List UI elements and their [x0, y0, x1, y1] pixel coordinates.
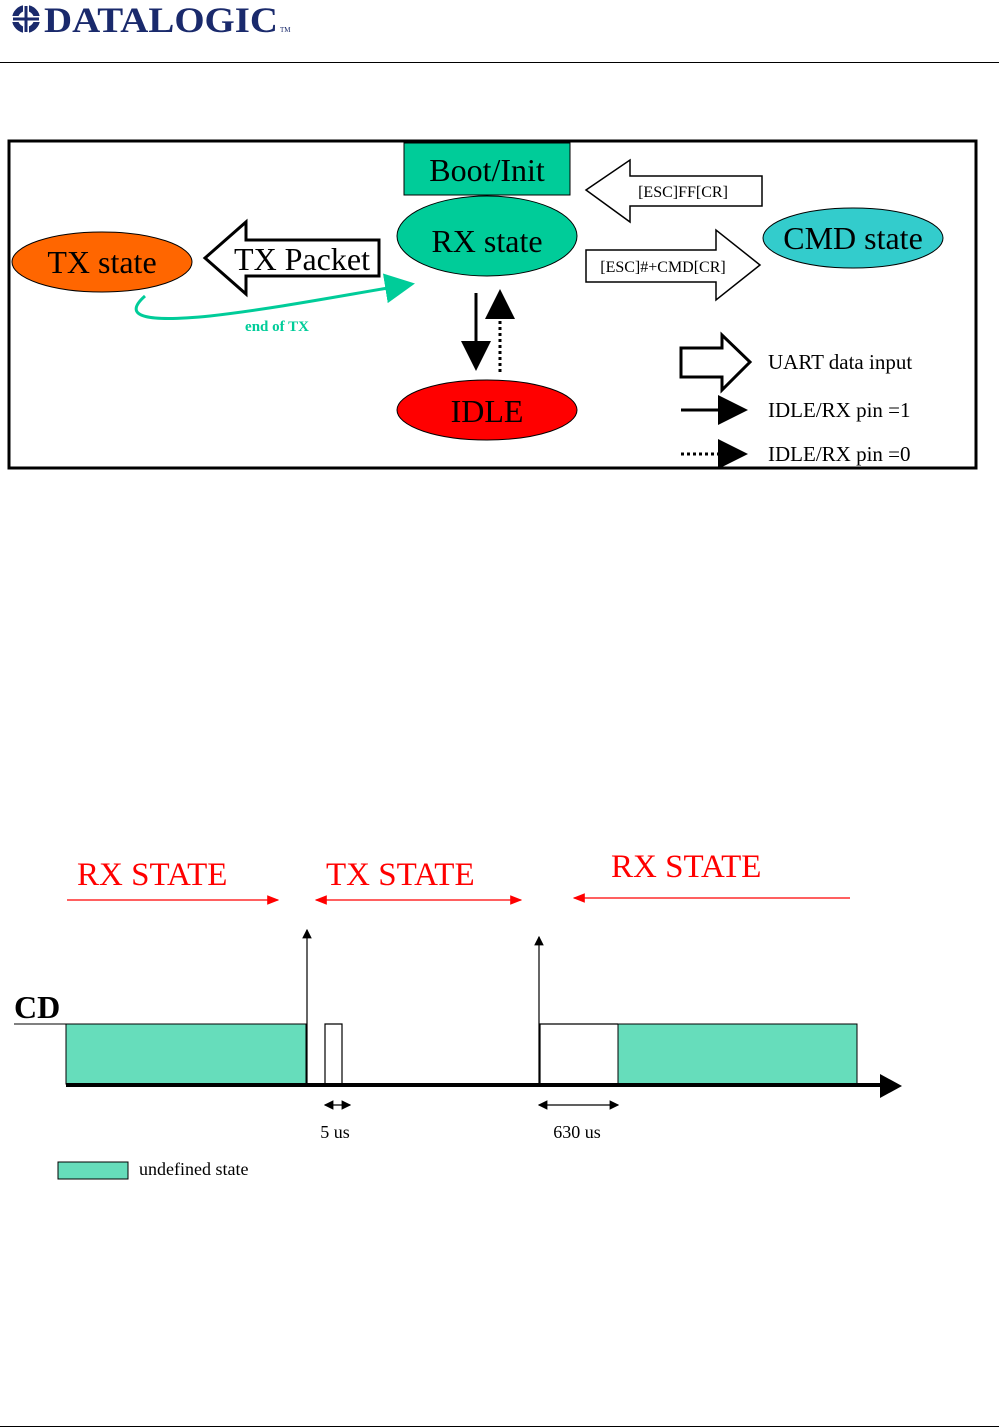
legend-uart-arrow-icon: [681, 335, 750, 390]
idle-label: IDLE: [451, 393, 524, 429]
logo-mark-icon: [11, 4, 41, 34]
rx-state-right-label: RX STATE: [611, 849, 761, 885]
logo-brand: DATALOGIC: [44, 0, 278, 40]
630us-label: 630 us: [553, 1122, 601, 1142]
footer-rule: [0, 1426, 999, 1427]
end-of-tx-label: end of TX: [245, 319, 309, 335]
tx-pulse: [325, 1024, 342, 1084]
tx-state-label: TX state: [47, 244, 156, 280]
state-diagram: Boot/Init RX state TX state CMD state ID…: [0, 130, 999, 480]
esc-ff-cr-label: [ESC]FF[CR]: [638, 184, 728, 201]
datalogic-logo: DATALOGIC TM: [8, 0, 298, 40]
boot-init-label: Boot/Init: [429, 152, 545, 188]
rx-state-label: RX state: [431, 223, 542, 259]
rx-state-left-label: RX STATE: [77, 857, 227, 893]
cmd-state-label: CMD state: [783, 220, 923, 256]
post-tx-level: [540, 1024, 618, 1084]
tx-state-label: TX STATE: [326, 857, 475, 893]
logo-trademark: TM: [280, 26, 291, 34]
esc-cmd-cr-label: [ESC]#+CMD[CR]: [600, 259, 725, 276]
5us-label: 5 us: [320, 1122, 350, 1142]
legend-pin0-label: IDLE/RX pin =0: [768, 442, 911, 466]
undefined-state-legend-swatch: [58, 1162, 128, 1179]
undefined-state-legend-label: undefined state: [139, 1159, 248, 1179]
timing-diagram: RX STATE TX STATE RX STATE CD 5 us 630 u…: [0, 830, 999, 1200]
header-rule: [0, 62, 999, 63]
undefined-block-left: [66, 1024, 306, 1084]
legend-pin1-label: IDLE/RX pin =1: [768, 398, 911, 422]
end-of-tx-curve: [136, 284, 412, 319]
tx-packet-label: TX Packet: [234, 241, 370, 277]
legend-uart-label: UART data input: [768, 350, 912, 374]
time-axis-arrow-icon: [880, 1074, 902, 1098]
cd-signal-label: CD: [14, 989, 60, 1025]
undefined-block-right: [618, 1024, 857, 1084]
